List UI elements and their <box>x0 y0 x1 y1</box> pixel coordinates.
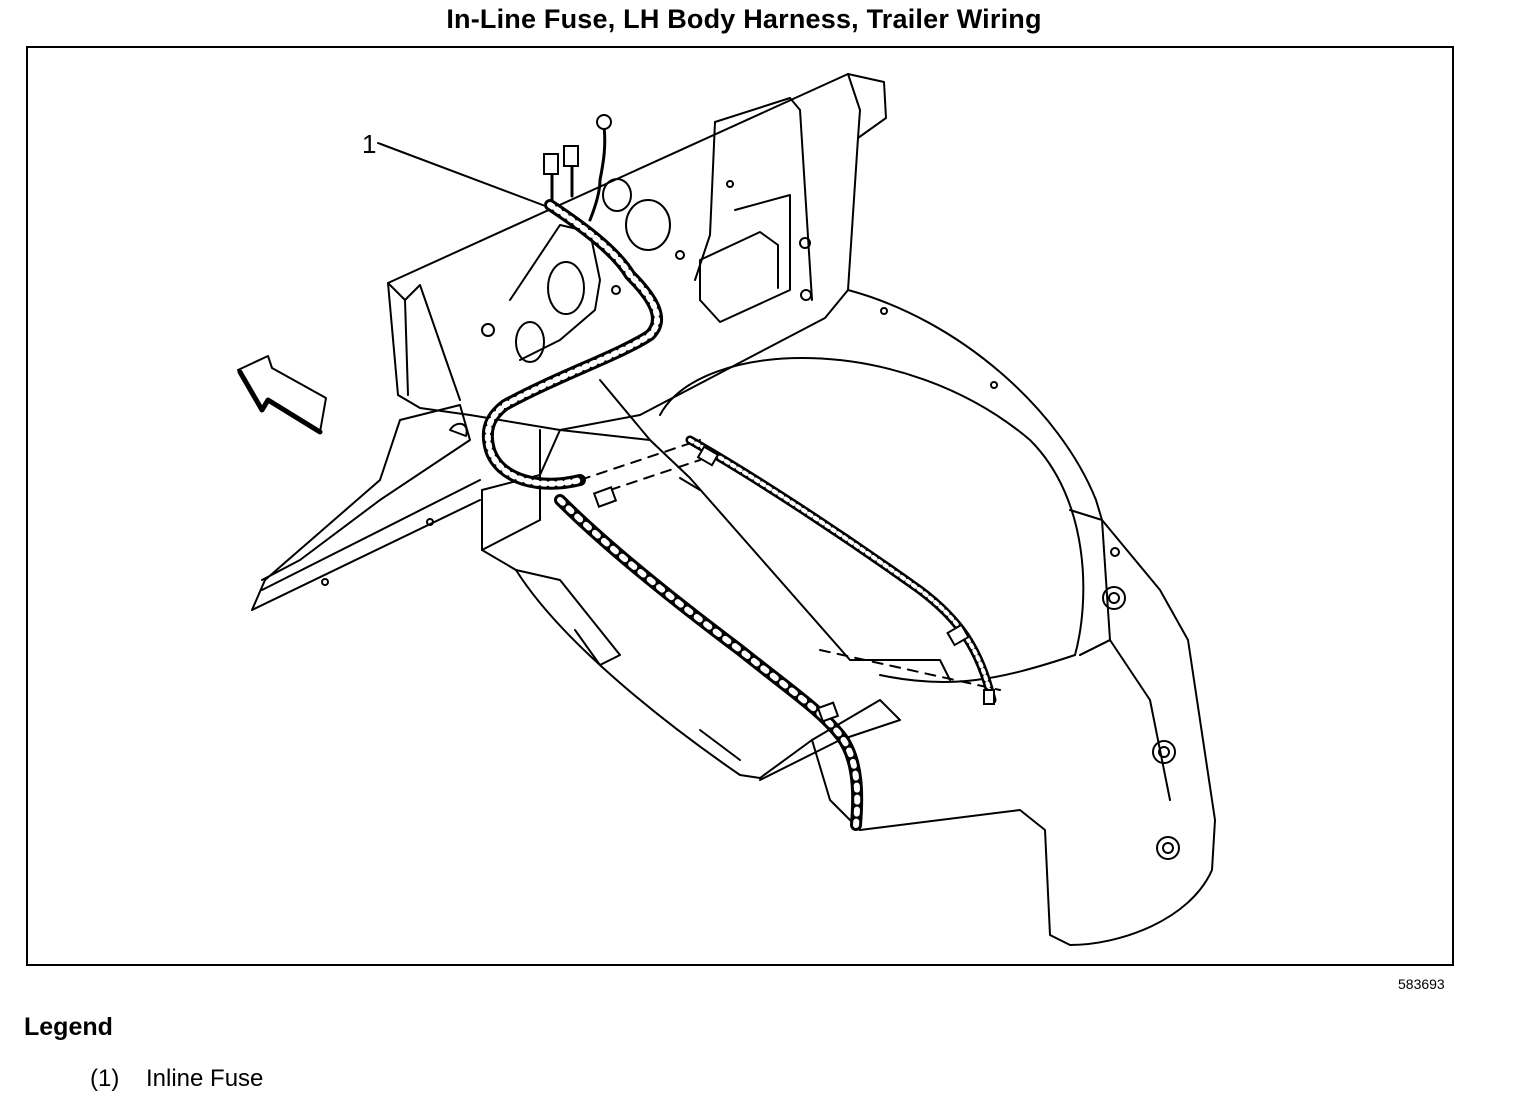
diagram-title: In-Line Fuse, LH Body Harness, Trailer W… <box>446 4 1042 34</box>
inline-fuse <box>543 153 559 175</box>
callout-number: 1 <box>362 129 376 159</box>
legend-item-number: (1) <box>90 1065 120 1092</box>
legend-item-label: Inline Fuse <box>146 1065 264 1092</box>
side-rail <box>251 404 471 611</box>
harness-housing <box>685 435 997 705</box>
panel-top-flange <box>847 73 861 139</box>
ring-terminal <box>596 114 612 130</box>
figure-id: 583693 <box>1398 976 1445 992</box>
legend-heading: Legend <box>24 1013 113 1041</box>
legend-item: (1) Inline Fuse <box>90 1065 263 1093</box>
callout-leader <box>377 142 549 208</box>
wheel-housing <box>811 289 1216 946</box>
diagram-frame <box>26 46 1454 966</box>
floor-pan <box>481 429 951 681</box>
rear-panel <box>387 73 887 431</box>
